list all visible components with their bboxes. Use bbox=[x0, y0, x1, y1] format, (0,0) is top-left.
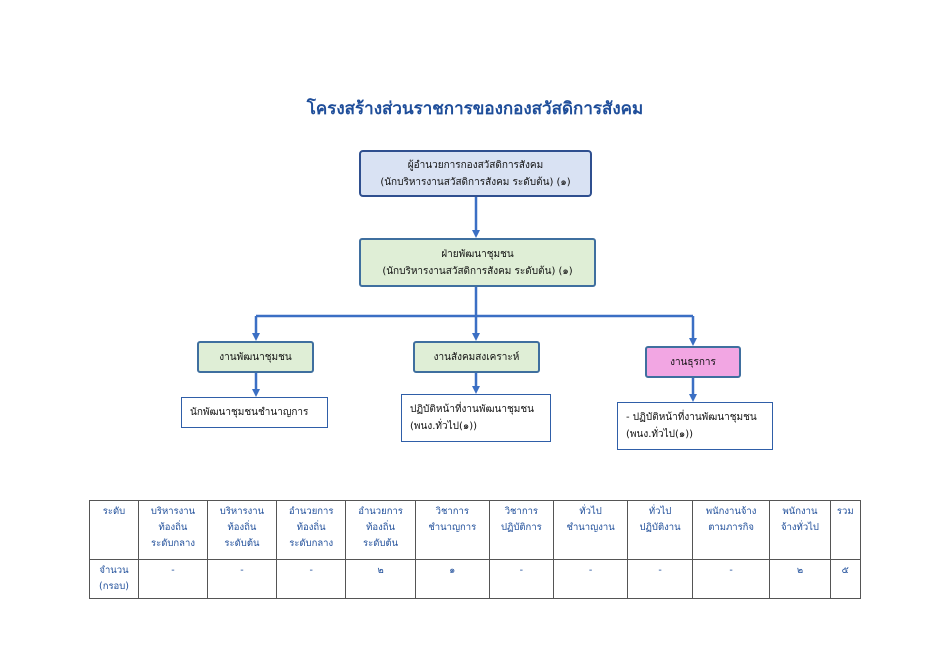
value-cell: ๕ bbox=[829, 559, 862, 599]
value-cell: ๑ bbox=[414, 559, 490, 599]
unit-box-social-welfare: งานสังคมสงเคราะห์ bbox=[413, 341, 540, 373]
header-cell: ทั่วไปชำนาญงาน bbox=[552, 500, 629, 560]
value-cell: - bbox=[275, 559, 347, 599]
value-cell: - bbox=[137, 559, 208, 599]
header-cell: วิชาการชำนาญการ bbox=[414, 500, 490, 560]
value-cell: ๒ bbox=[345, 559, 416, 599]
header-cell: บริหารงานท้องถิ่นระดับกลาง bbox=[137, 500, 208, 560]
position-summary-table: ระดับ บริหารงานท้องถิ่นระดับกลาง บริหารง… bbox=[89, 500, 862, 599]
director-position: (นักบริหารงานสวัสดิการสังคม ระดับต้น) (๑… bbox=[380, 176, 571, 188]
division-box: ฝ่ายพัฒนาชุมชน (นักบริหารงานสวัสดิการสัง… bbox=[359, 238, 596, 287]
value-cell: - bbox=[627, 559, 693, 599]
value-cell: - bbox=[488, 559, 554, 599]
staff-box-community-dev: นักพัฒนาชุมชนชำนาญการ bbox=[181, 397, 328, 428]
division-title: ฝ่ายพัฒนาชุมชน bbox=[441, 248, 514, 260]
staff-line: - ปฏิบัติหน้าที่งานพัฒนาชุมชน bbox=[626, 412, 757, 423]
value-cell: ๒ bbox=[769, 559, 831, 599]
division-position: (นักบริหารงานสวัสดิการสังคม ระดับต้น) (๑… bbox=[382, 265, 573, 277]
header-cell: วิชาการปฏิบัติการ bbox=[488, 500, 554, 560]
value-cell: - bbox=[691, 559, 771, 599]
header-cell: ทั่วไปปฏิบัติงาน bbox=[627, 500, 693, 560]
unit-box-community-dev: งานพัฒนาชุมชน bbox=[197, 341, 314, 373]
staff-box-social-welfare: ปฏิบัติหน้าที่งานพัฒนาชุมชน (พนง.ทั่วไป(… bbox=[401, 394, 551, 442]
value-cell: - bbox=[552, 559, 629, 599]
unit-label: งานสังคมสงเคราะห์ bbox=[433, 351, 520, 363]
table-header-row: ระดับ บริหารงานท้องถิ่นระดับกลาง บริหารง… bbox=[89, 500, 862, 560]
staff-line: ปฏิบัติหน้าที่งานพัฒนาชุมชน bbox=[410, 404, 534, 415]
table-row: จำนวน(กรอบ) - - - ๒ ๑ - - - - ๒ ๕ bbox=[89, 559, 862, 599]
row-label-cell: จำนวน(กรอบ) bbox=[89, 559, 139, 599]
header-cell: รวม bbox=[829, 500, 862, 560]
header-cell: อำนวยการท้องถิ่นระดับต้น bbox=[345, 500, 416, 560]
staff-line: นักพัฒนาชุมชนชำนาญการ bbox=[190, 407, 309, 418]
header-cell: อำนวยการท้องถิ่นระดับกลาง bbox=[275, 500, 347, 560]
header-cell: บริหารงานท้องถิ่นระดับต้น bbox=[206, 500, 277, 560]
header-cell: ระดับ bbox=[89, 500, 139, 560]
header-cell: พนักงานจ้างทั่วไป bbox=[769, 500, 831, 560]
unit-label: งานพัฒนาชุมชน bbox=[219, 351, 292, 363]
director-title: ผู้อำนวยการกองสวัสดิการสังคม bbox=[407, 159, 544, 171]
value-cell: - bbox=[206, 559, 277, 599]
page-title: โครงสร้างส่วนราชการของกองสวัสดิการสังคม bbox=[306, 99, 644, 119]
header-cell: พนักงานจ้างตามภารกิจ bbox=[691, 500, 771, 560]
unit-label: งานธุรการ bbox=[670, 356, 716, 368]
staff-line: (พนง.ทั่วไป(๑)) bbox=[626, 429, 694, 440]
staff-box-admin: - ปฏิบัติหน้าที่งานพัฒนาชุมชน (พนง.ทั่วไ… bbox=[617, 402, 773, 450]
unit-box-admin: งานธุรการ bbox=[645, 346, 741, 378]
staff-line: (พนง.ทั่วไป(๑)) bbox=[410, 421, 478, 432]
director-box: ผู้อำนวยการกองสวัสดิการสังคม (นักบริหารง… bbox=[359, 150, 592, 197]
